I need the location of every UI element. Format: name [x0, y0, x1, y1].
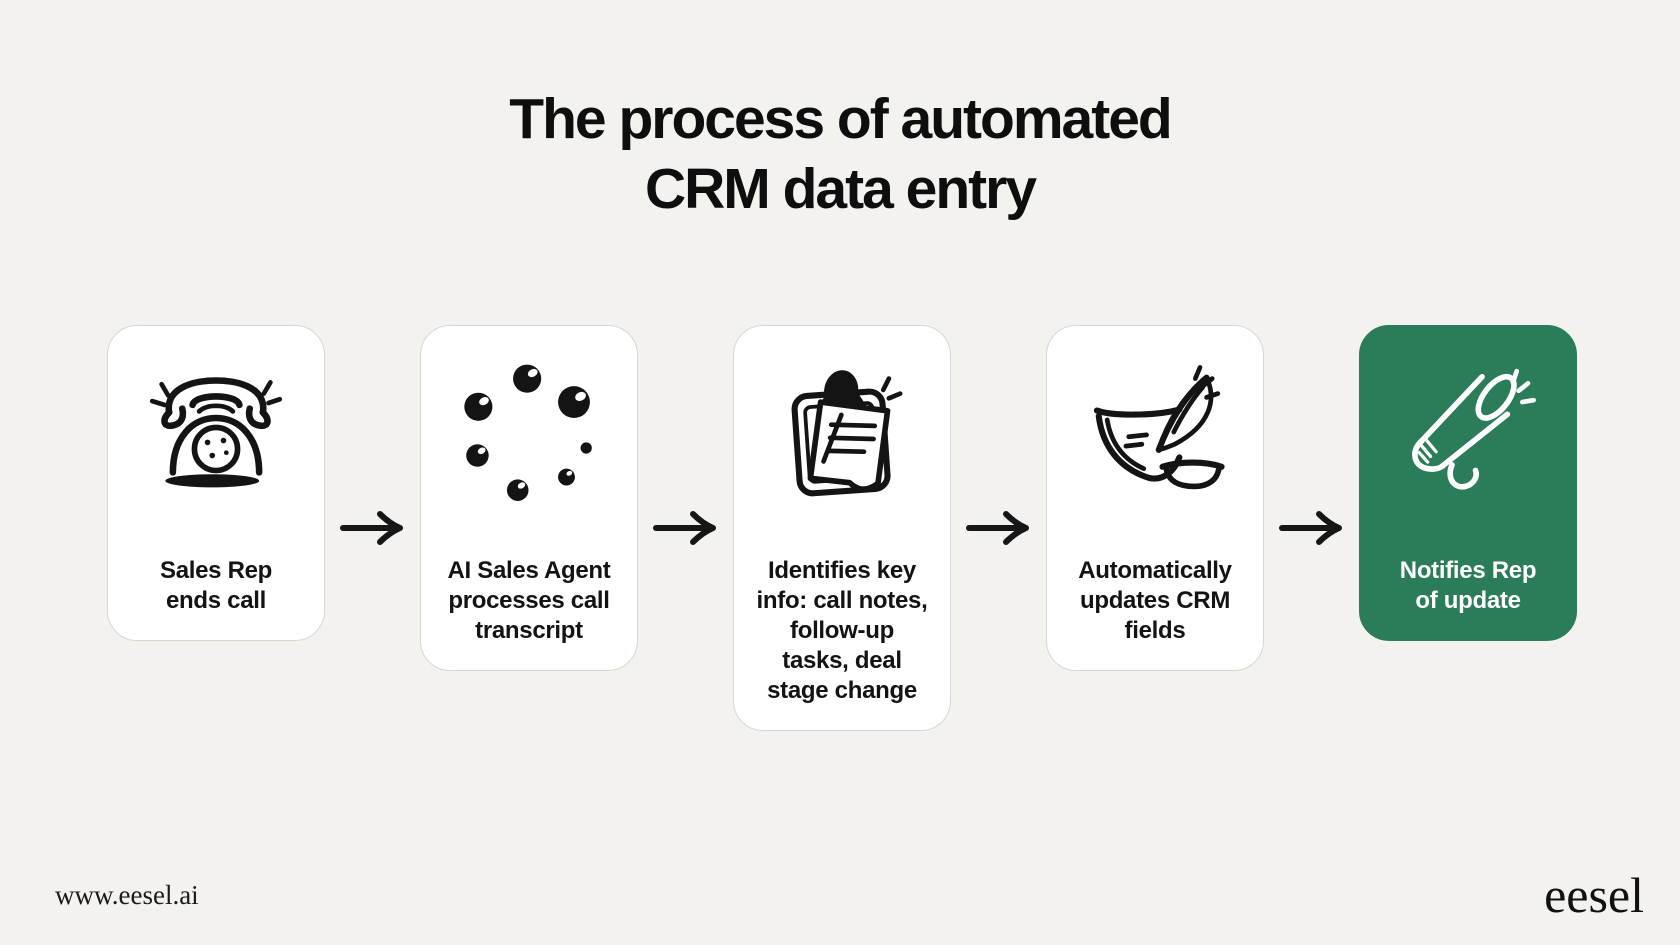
dots-spinner-icon [464, 364, 592, 501]
megaphone-icon [1412, 368, 1536, 490]
step-label: Automatically updates CRM fields [1078, 557, 1232, 644]
step-label: Notifies Rep of update [1399, 557, 1537, 614]
step-label: AI Sales Agent processes call transcript [447, 557, 611, 644]
right-arrow-icon [339, 511, 403, 545]
step-4-icon-box [1047, 326, 1263, 556]
step-label: Sales Rep ends call [159, 557, 273, 614]
clipboard-notes-icon [791, 370, 903, 497]
flow-arrow-2 [638, 325, 733, 548]
step-label: Identifies key info: call notes, follow-… [756, 557, 928, 704]
step-card-identifies-key-info: Identifies key info: call notes, follow-… [733, 325, 951, 731]
step-card-updates-crm-fields: Automatically updates CRM fields [1046, 325, 1264, 671]
flow-arrow-1 [325, 325, 420, 548]
step-1-icon-box [108, 326, 324, 556]
footer-website-url: www.eesel.ai [55, 880, 199, 910]
flow-arrow-3 [951, 325, 1046, 548]
right-arrow-icon [1278, 511, 1342, 545]
title-line-2: CRM data entry [644, 157, 1037, 221]
right-arrow-icon [652, 511, 716, 545]
step-2-icon-box [421, 326, 637, 556]
step-card-sales-rep-ends-call: Sales Rep ends call [107, 325, 325, 641]
step-3-icon-box [734, 326, 950, 556]
title-line-1: The process of automated [509, 87, 1172, 151]
brand-logo: eesel [1544, 867, 1644, 923]
step-card-ai-agent-processes: AI Sales Agent processes call transcript [420, 325, 638, 671]
flow-arrow-4 [1264, 325, 1359, 548]
quill-writing-icon [1093, 365, 1225, 490]
step-5-icon-box [1360, 326, 1576, 556]
rotary-telephone-icon [149, 377, 283, 488]
step-card-notifies-rep: Notifies Rep of update [1359, 325, 1577, 641]
process-flow: Sales Rep ends call [107, 325, 1577, 731]
right-arrow-icon [965, 511, 1029, 545]
